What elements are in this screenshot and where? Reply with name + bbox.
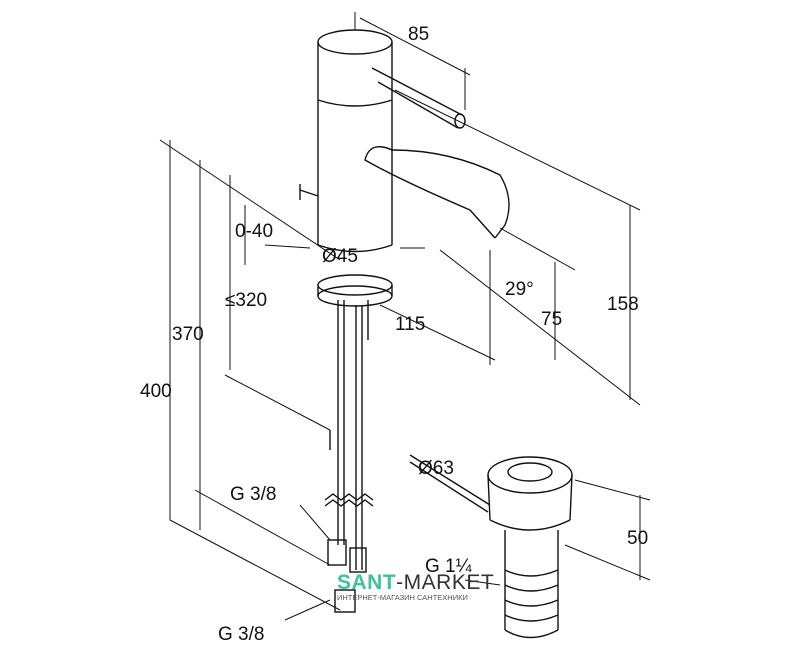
dim-370: 370 [172,324,204,345]
thread-hose-lower: G 3/8 [218,624,264,645]
dimension-lines [159,12,651,621]
base-ring [317,274,393,307]
watermark-logo: SANT-MARKET ИНТЕРНЕТ-МАГАЗИН САНТЕХНИКИ [337,571,494,602]
dim-spout-reach: 115 [395,314,425,335]
thread-hose-upper: G 3/8 [230,484,276,505]
dim-400: 400 [140,381,172,402]
dim-total-height: 158 [607,294,639,315]
thread-drain: G 1¼ [425,556,473,577]
dim-lever-reach: 85 [408,24,429,45]
dimension-labels: 85 0-40 Ø45 29° ≤320 115 75 158 370 400 … [140,24,648,645]
dim-drain-height: 50 [627,528,648,549]
dim-body-diameter: Ø45 [322,246,358,267]
watermark-brand-1: SANT [337,571,397,594]
watermark-brand-2: -MARKET [396,571,495,594]
dim-pop-up-range: 0-40 [235,221,273,242]
faucet-body [299,29,393,253]
dim-drain-diameter: Ø63 [418,458,454,479]
drain-valve [409,454,573,639]
dim-deck-thickness: ≤320 [225,290,267,311]
dim-spout-angle: 29° [505,279,534,300]
dim-spout-height: 75 [541,309,562,330]
watermark-tagline: ИНТЕРНЕТ-МАГАЗИН САНТЕХНИКИ [337,593,468,602]
spout [364,146,510,239]
lever [371,67,466,129]
hoses [324,300,374,613]
